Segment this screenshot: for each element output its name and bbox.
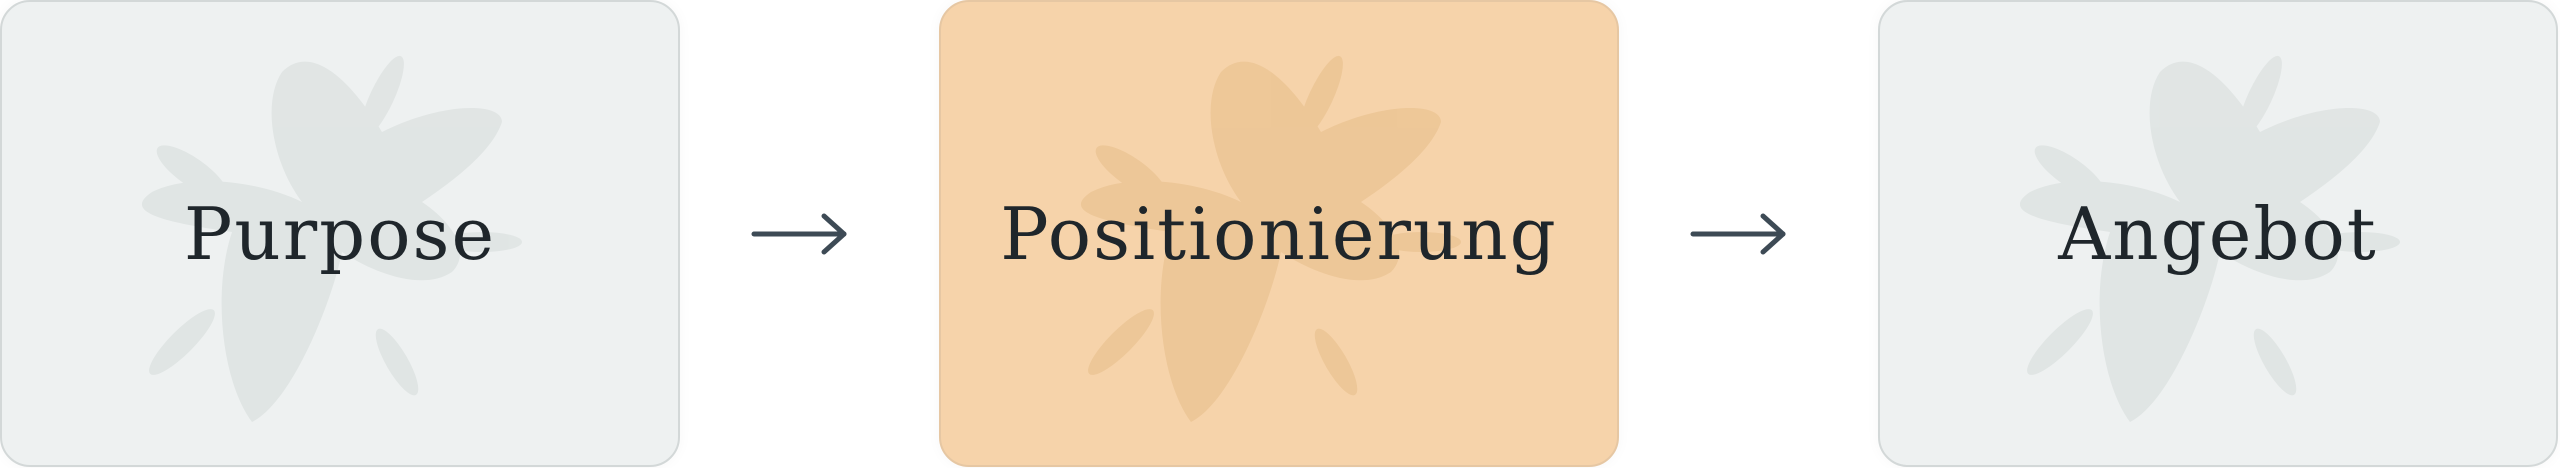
arrow-right-icon	[751, 213, 847, 255]
flower-watermark-icon	[2019, 55, 2400, 422]
flower-watermark-icon	[141, 55, 522, 422]
flower-watermark-icon	[1080, 55, 1461, 422]
step-card-positionierung: Positionierung	[939, 0, 1619, 467]
step-label: Purpose	[183, 191, 497, 276]
step-card-angebot: Angebot	[1878, 0, 2558, 467]
arrow-right-icon	[1690, 213, 1786, 255]
step-card-purpose: Purpose	[0, 0, 680, 467]
step-label: Positionierung	[1000, 191, 1558, 276]
step-label: Angebot	[2058, 191, 2378, 276]
